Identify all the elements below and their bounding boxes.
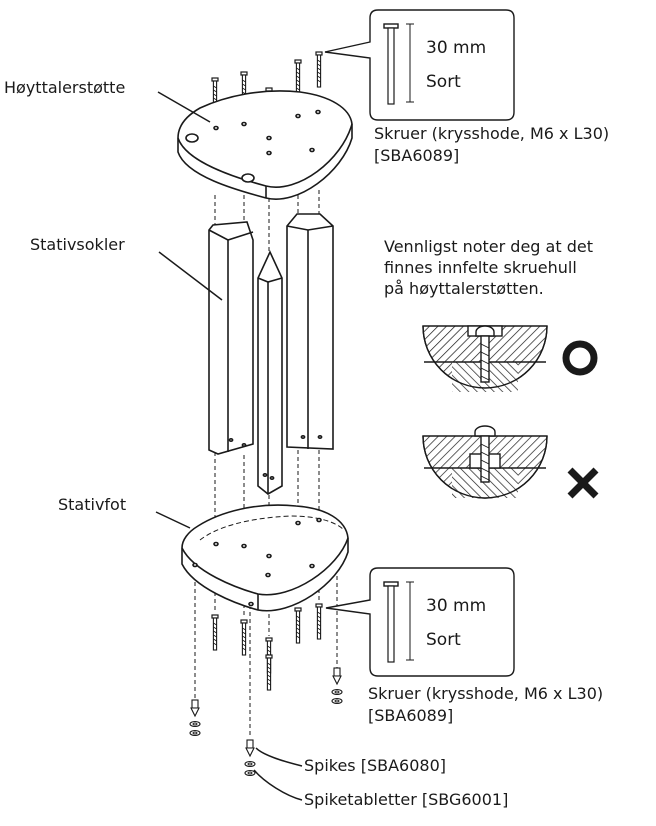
recessed-hole-note: Vennligst noter deg at det finnes innfel… xyxy=(384,236,593,299)
note-line-1: Vennligst noter deg at det xyxy=(384,237,593,256)
top-screw-color: Sort xyxy=(426,72,461,92)
bottom-screw-length: 30 mm xyxy=(426,596,487,616)
note-line-3: på høyttalerstøtten. xyxy=(384,279,544,298)
cross-section-correct xyxy=(422,325,598,392)
bottom-screw-caption-1: Skruer (krysshode, M6 x L30) xyxy=(368,684,604,703)
stand-base-plate xyxy=(181,504,349,612)
label-stand-base: Stativfot xyxy=(58,495,127,514)
bottom-screws xyxy=(211,603,323,691)
note-line-2: finnes innfelte skruehull xyxy=(384,258,577,277)
top-screw-caption-2: [SBA6089] xyxy=(374,146,460,165)
bottom-screw-color: Sort xyxy=(426,630,461,650)
label-speaker-support: Høyttalerstøtte xyxy=(4,78,126,97)
leader-lines xyxy=(155,91,303,801)
top-screw-length: 30 mm xyxy=(426,38,487,58)
guide-lines-top xyxy=(214,190,320,255)
top-screw-callout xyxy=(324,9,515,121)
bottom-screw-callout xyxy=(325,567,515,677)
label-spike-pads: Spiketabletter [SBG6001] xyxy=(304,790,509,809)
bottom-screw-caption-2: [SBA6089] xyxy=(368,706,454,725)
top-screw-caption-1: Skruer (krysshode, M6 x L30) xyxy=(374,124,610,143)
speaker-support-plate xyxy=(177,90,353,200)
label-stand-columns: Stativsokler xyxy=(30,235,125,254)
cross-section-incorrect xyxy=(422,425,599,499)
stand-columns xyxy=(208,213,334,495)
label-spikes: Spikes [SBA6080] xyxy=(304,756,446,775)
